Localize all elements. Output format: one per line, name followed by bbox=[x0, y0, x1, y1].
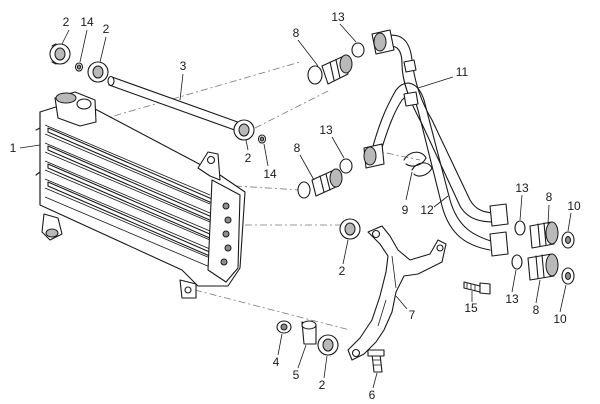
callout-13: 13 bbox=[505, 292, 519, 306]
callout-8: 8 bbox=[533, 303, 540, 317]
o-ring-13-top bbox=[351, 42, 365, 58]
grommet-2-top-left bbox=[49, 43, 71, 65]
oil-hose-12 bbox=[363, 82, 509, 257]
mounting-bracket-7 bbox=[347, 225, 447, 361]
callout-2: 2 bbox=[245, 151, 252, 165]
hose-clip-9 bbox=[403, 151, 433, 177]
callout-14: 14 bbox=[263, 167, 277, 181]
fitting-8-middle bbox=[297, 168, 343, 199]
callout-2: 2 bbox=[319, 378, 326, 392]
callout-7: 7 bbox=[409, 308, 416, 322]
assembly-lines bbox=[99, 61, 421, 331]
spacer-5 bbox=[301, 320, 317, 345]
callout-6: 6 bbox=[369, 388, 376, 402]
bolt-15 bbox=[463, 281, 491, 295]
nut-4 bbox=[276, 320, 292, 334]
fitting-8-right-upper bbox=[529, 221, 559, 249]
callout-13: 13 bbox=[515, 181, 529, 195]
callout-8: 8 bbox=[293, 26, 300, 40]
grommet-2-right bbox=[233, 119, 255, 141]
callout-13: 13 bbox=[319, 123, 333, 137]
o-ring-13-right-lower bbox=[511, 254, 523, 270]
washer-14-top bbox=[74, 62, 84, 72]
callout-1: 1 bbox=[10, 141, 17, 155]
callout-10: 10 bbox=[553, 312, 567, 326]
grommet-2-top-mid bbox=[87, 61, 109, 83]
o-ring-13-right-upper bbox=[514, 220, 526, 236]
fitting-8-top bbox=[307, 54, 353, 85]
oil-cooler-radiator bbox=[35, 91, 246, 299]
callout-2: 2 bbox=[103, 22, 110, 36]
o-ring-13-middle bbox=[339, 158, 353, 174]
callout-2: 2 bbox=[63, 15, 70, 29]
callout-2: 2 bbox=[339, 264, 346, 278]
callout-labels: 2 14 2 3 1 2 14 8 13 11 13 8 9 12 13 8 1… bbox=[10, 10, 581, 402]
callout-9: 9 bbox=[402, 203, 409, 217]
callout-12: 12 bbox=[420, 203, 434, 217]
callout-5: 5 bbox=[293, 368, 300, 382]
callout-4: 4 bbox=[273, 355, 280, 369]
callout-11: 11 bbox=[456, 65, 469, 79]
washer-14-right bbox=[257, 134, 267, 144]
oil-hose-11 bbox=[371, 29, 509, 227]
callout-13: 13 bbox=[331, 10, 345, 24]
callout-15: 15 bbox=[464, 301, 478, 315]
callout-14: 14 bbox=[80, 15, 94, 29]
callout-8: 8 bbox=[546, 190, 553, 204]
connecting-tube bbox=[107, 75, 247, 134]
bolt-6 bbox=[367, 349, 385, 373]
callout-3: 3 bbox=[180, 59, 187, 73]
callout-8: 8 bbox=[294, 141, 301, 155]
callout-10: 10 bbox=[567, 199, 581, 213]
grommet-2-middle bbox=[339, 218, 361, 240]
grommet-2-bottom bbox=[317, 334, 339, 356]
leader-lines bbox=[19, 23, 572, 389]
fitting-8-right-lower bbox=[527, 253, 559, 281]
washer-10-right-lower bbox=[561, 267, 575, 285]
washer-10-right-upper bbox=[561, 231, 575, 249]
